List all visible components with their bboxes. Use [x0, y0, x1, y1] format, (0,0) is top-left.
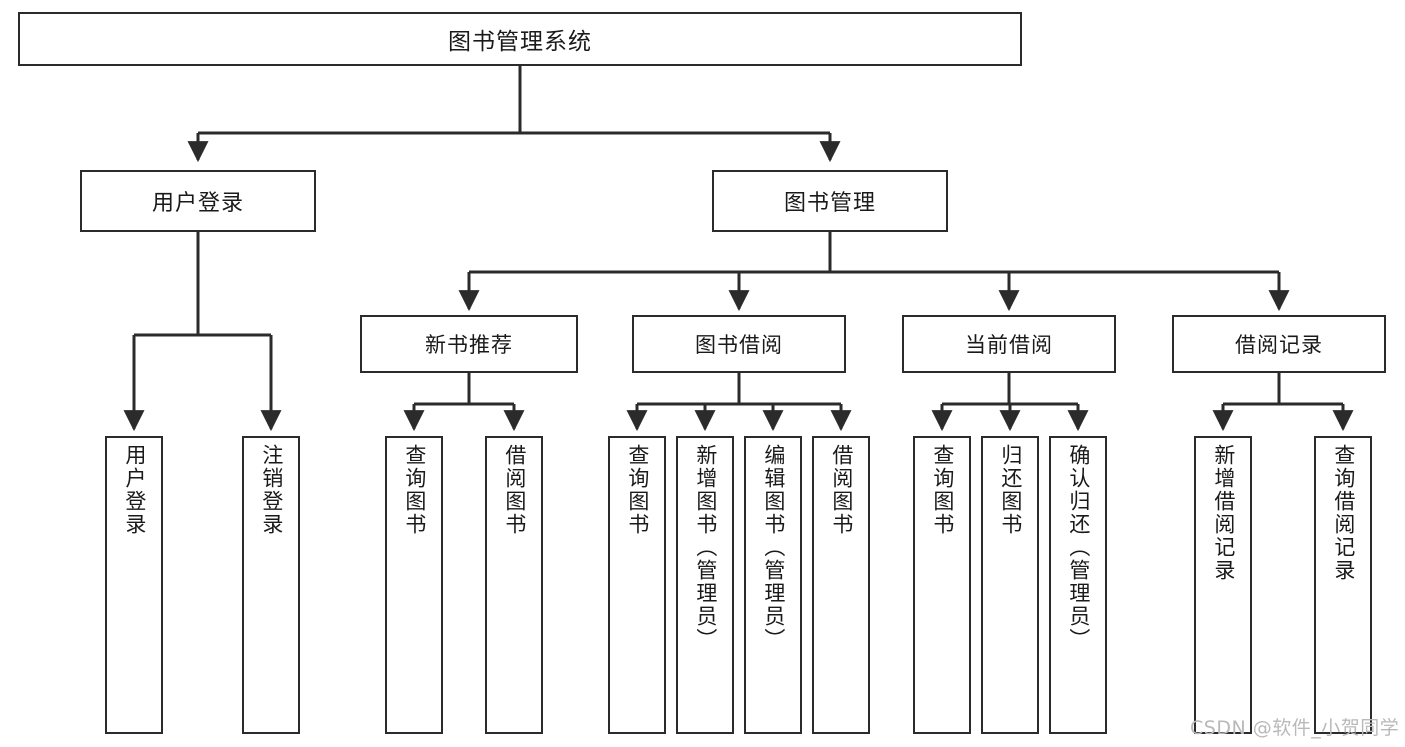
node-label: 用户登录	[151, 191, 244, 216]
leaf-borrow-record-add[interactable]: 新增借阅记录	[1194, 436, 1252, 734]
node-label: 新书推荐	[425, 333, 513, 357]
node-new-book-recommend[interactable]: 新书推荐	[360, 315, 578, 373]
node-user-login[interactable]: 用户登录	[80, 170, 316, 232]
node-label: 图书管理系统	[448, 29, 592, 55]
node-label: 归还图书	[998, 444, 1023, 536]
node-label: 借阅记录	[1235, 333, 1323, 357]
node-label: 注销登录	[259, 444, 284, 536]
node-borrow-record[interactable]: 借阅记录	[1172, 315, 1386, 373]
node-book-management[interactable]: 图书管理	[712, 170, 948, 232]
node-label: 借阅图书	[829, 444, 854, 536]
leaf-new-book-borrow[interactable]: 借阅图书	[485, 436, 543, 734]
leaf-user-login-logout[interactable]: 注销登录	[242, 436, 300, 734]
node-label: 查询图书	[625, 444, 650, 536]
node-label: 查询借阅记录	[1331, 444, 1356, 582]
node-label: 当前借阅	[965, 333, 1053, 357]
node-label: 查询图书	[402, 444, 427, 536]
node-label: 确认归还（管理员）	[1066, 444, 1091, 651]
leaf-book-borrow-add[interactable]: 新增图书（管理员）	[676, 436, 734, 734]
leaf-current-borrow-return[interactable]: 归还图书	[981, 436, 1039, 734]
leaf-new-book-query[interactable]: 查询图书	[385, 436, 443, 734]
node-book-borrow[interactable]: 图书借阅	[632, 315, 846, 373]
node-label: 新增借阅记录	[1211, 444, 1236, 582]
node-current-borrow[interactable]: 当前借阅	[902, 315, 1116, 373]
leaf-book-borrow-borrow[interactable]: 借阅图书	[812, 436, 870, 734]
node-label: 查询图书	[930, 444, 955, 536]
node-label: 借阅图书	[502, 444, 527, 536]
leaf-borrow-record-query[interactable]: 查询借阅记录	[1314, 436, 1372, 734]
node-label: 用户登录	[122, 444, 147, 536]
leaf-book-borrow-query[interactable]: 查询图书	[608, 436, 666, 734]
watermark-credit: CSDN @软件_小贺同学	[1190, 717, 1400, 739]
node-label: 图书借阅	[695, 333, 783, 357]
leaf-current-borrow-query[interactable]: 查询图书	[913, 436, 971, 734]
node-label: 新增图书（管理员）	[693, 444, 718, 651]
node-label: 编辑图书（管理员）	[761, 444, 786, 651]
node-label: 图书管理	[783, 191, 876, 216]
leaf-user-login-login[interactable]: 用户登录	[105, 436, 163, 734]
node-root-system[interactable]: 图书管理系统	[18, 12, 1022, 66]
leaf-current-borrow-confirm-return[interactable]: 确认归还（管理员）	[1049, 436, 1107, 734]
leaf-book-borrow-edit[interactable]: 编辑图书（管理员）	[744, 436, 802, 734]
